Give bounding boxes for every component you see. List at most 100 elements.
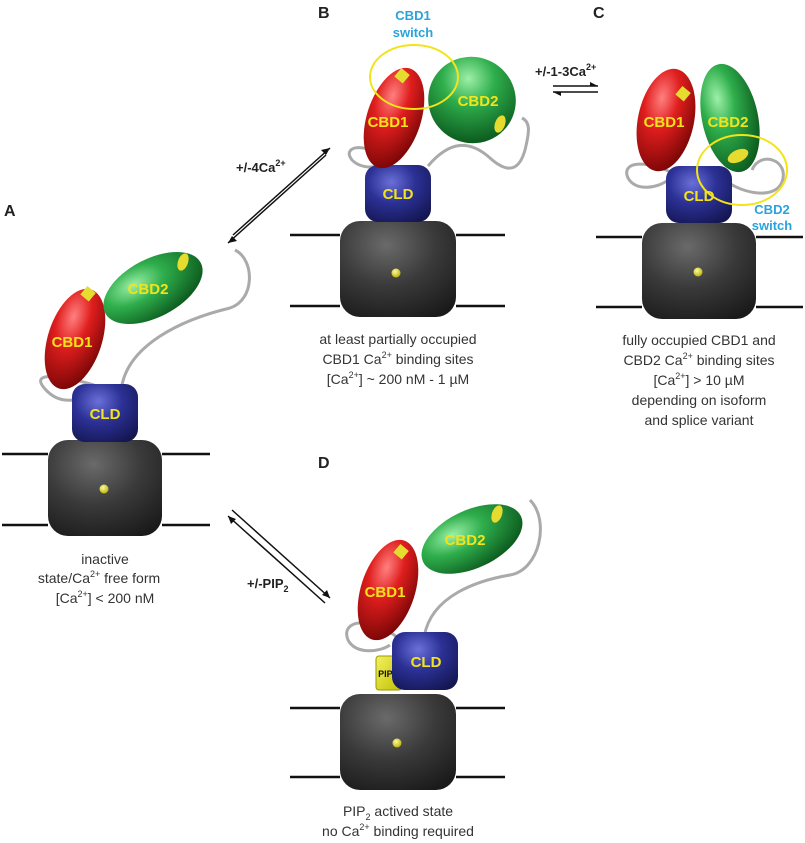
caption-c-sup: 2+ xyxy=(683,351,693,361)
cbd1-switch-line2: switch xyxy=(393,25,434,40)
arrow-a-d-sub: 2 xyxy=(284,584,289,594)
panel-d: D PIP2 CLD CBD1 CBD2 PIP2 actived state … xyxy=(290,455,542,839)
panel-c-letter: C xyxy=(593,5,605,22)
panel-b: B CLD CBD1 CBD2 CBD1 switch at least par… xyxy=(290,5,530,387)
arrow-a-b: +/-4Ca2+ xyxy=(227,147,331,244)
cbd1-label-a: CBD1 xyxy=(52,334,93,351)
caption-b-sup: 2+ xyxy=(382,350,392,360)
cld-c xyxy=(666,166,732,223)
svg-text:no Ca2+ binding required: no Ca2+ binding required xyxy=(322,822,474,839)
cbd2-label-d: CBD2 xyxy=(445,532,486,549)
cld-label-b: CLD xyxy=(383,186,414,203)
cbd1-d xyxy=(357,539,419,641)
arrow-a-b-sup: 2+ xyxy=(275,158,285,168)
caption-c-line5: and splice variant xyxy=(645,412,754,428)
caption-c-line3a: [Ca xyxy=(653,372,675,388)
cld-label-c: CLD xyxy=(684,188,715,205)
cbd2-label-a: CBD2 xyxy=(128,281,169,298)
caption-b-sup2: 2+ xyxy=(349,370,359,380)
svg-text:state/Ca2+ free form: state/Ca2+ free form xyxy=(38,569,160,586)
cbd2-label-b: CBD2 xyxy=(458,93,499,110)
cbd1-label-b: CBD1 xyxy=(368,114,409,131)
caption-b-line2a: CBD1 Ca xyxy=(322,351,381,367)
caption-d-line2b: binding required xyxy=(370,823,474,839)
caption-d-line1b: actived state xyxy=(371,803,454,819)
panel-b-letter: B xyxy=(318,5,330,22)
cbd1-switch-line1: CBD1 xyxy=(395,8,430,23)
svg-text:PIP2 actived state: PIP2 actived state xyxy=(343,803,453,822)
cld-d xyxy=(392,632,458,690)
caption-c-line1: fully occupied CBD1 and xyxy=(622,332,775,348)
arrow-a-b-label: +/-4Ca xyxy=(236,160,276,175)
caption-c-sup2: 2+ xyxy=(675,371,685,381)
caption-c-line4: depending on isoform xyxy=(632,392,767,408)
cbd2-site-a xyxy=(177,253,189,271)
cld-a xyxy=(72,384,138,442)
caption-a-line2a: state/Ca xyxy=(38,570,90,586)
cbd2-switch-ring xyxy=(696,134,788,206)
caption-d-sub: 2 xyxy=(366,812,371,822)
cbd2-a xyxy=(103,251,203,325)
panel-d-letter: D xyxy=(318,455,330,472)
membrane-b xyxy=(290,233,505,308)
cbd2-switch-line1: CBD2 xyxy=(754,202,789,217)
caption-c-line2a: CBD2 Ca xyxy=(623,352,682,368)
arrow-b-c: +/-1-3Ca2+ xyxy=(535,62,598,96)
caption-b-line1: at least partially occupied xyxy=(319,331,476,347)
svg-text:[Ca2+] ~ 200 nM - 1 µM: [Ca2+] ~ 200 nM - 1 µM xyxy=(327,370,469,387)
cbd2-site-c xyxy=(727,148,749,164)
pip2-box-label: PIP xyxy=(378,669,393,679)
caption-a-line3b: ] < 200 nM xyxy=(88,590,155,606)
cbd2-site-d xyxy=(491,505,503,523)
cbd2-switch-line2: switch xyxy=(752,218,793,233)
caption-c: fully occupied CBD1 and CBD2 Ca2+ bindin… xyxy=(622,332,775,428)
cld-label-a: CLD xyxy=(90,406,121,423)
svg-text:CBD1 Ca2+ binding sites: CBD1 Ca2+ binding sites xyxy=(322,350,473,367)
linker-a2 xyxy=(120,248,251,386)
caption-d-sup: 2+ xyxy=(359,822,369,832)
svg-text:[Ca2+] > 10 µM: [Ca2+] > 10 µM xyxy=(653,371,744,388)
cbd1-site-a xyxy=(80,285,96,302)
cbd1-site-d xyxy=(393,543,409,560)
membrane-a xyxy=(2,452,210,527)
ion-ball-d xyxy=(392,738,402,748)
svg-text:CBD2 Ca2+ binding sites: CBD2 Ca2+ binding sites xyxy=(623,351,774,368)
svg-text:+/-PIP2: +/-PIP2 xyxy=(247,576,289,594)
linker-c2 xyxy=(716,157,785,195)
membrane-d xyxy=(290,706,505,779)
arrow-a-d: +/-PIP2 xyxy=(227,509,331,604)
cbd2-label-c: CBD2 xyxy=(708,114,749,131)
cbd1-switch-ring xyxy=(369,44,459,110)
caption-a-line2b: free form xyxy=(100,570,160,586)
cbd1-site-b xyxy=(394,67,410,84)
cbd1-label-c: CBD1 xyxy=(644,114,685,131)
cbd2-b xyxy=(428,56,516,144)
arrow-b-c-sup: 2+ xyxy=(586,62,596,72)
caption-a-sup: 2+ xyxy=(90,569,100,579)
panel-c: C CLD CBD1 CBD2 CBD2 switch fully occupi… xyxy=(593,5,803,428)
caption-c-line3b: ] > 10 µM xyxy=(686,372,745,388)
cbd1-label-d: CBD1 xyxy=(365,584,406,601)
membrane-c xyxy=(596,235,803,309)
arrow-a-d-label: +/-PIP xyxy=(247,576,284,591)
cbd2-site-b xyxy=(494,115,506,133)
caption-d: PIP2 actived state no Ca2+ binding requi… xyxy=(322,803,474,839)
svg-text:[Ca2+] < 200 nM: [Ca2+] < 200 nM xyxy=(56,589,155,606)
caption-d-line1a: PIP xyxy=(343,803,366,819)
panel-a: A CLD CBD1 CBD2 inactive state/Ca2+ free… xyxy=(2,203,251,606)
caption-b-line2b: binding sites xyxy=(392,351,474,367)
cbd1-site-c xyxy=(675,85,691,102)
ion-ball-a xyxy=(99,484,109,494)
caption-a-sup2: 2+ xyxy=(77,589,87,599)
caption-a: inactive state/Ca2+ free form [Ca2+] < 2… xyxy=(38,551,160,606)
cbd1-b xyxy=(363,67,425,169)
caption-b-line3a: [Ca xyxy=(327,371,349,387)
caption-a-line1: inactive xyxy=(81,551,129,567)
caption-a-line3a: [Ca xyxy=(56,590,78,606)
ion-ball-b xyxy=(391,268,401,278)
panel-a-letter: A xyxy=(4,203,16,220)
svg-text:+/-1-3Ca2+: +/-1-3Ca2+ xyxy=(535,62,596,79)
caption-c-line2b: binding sites xyxy=(693,352,775,368)
cbd1-a xyxy=(44,288,106,390)
